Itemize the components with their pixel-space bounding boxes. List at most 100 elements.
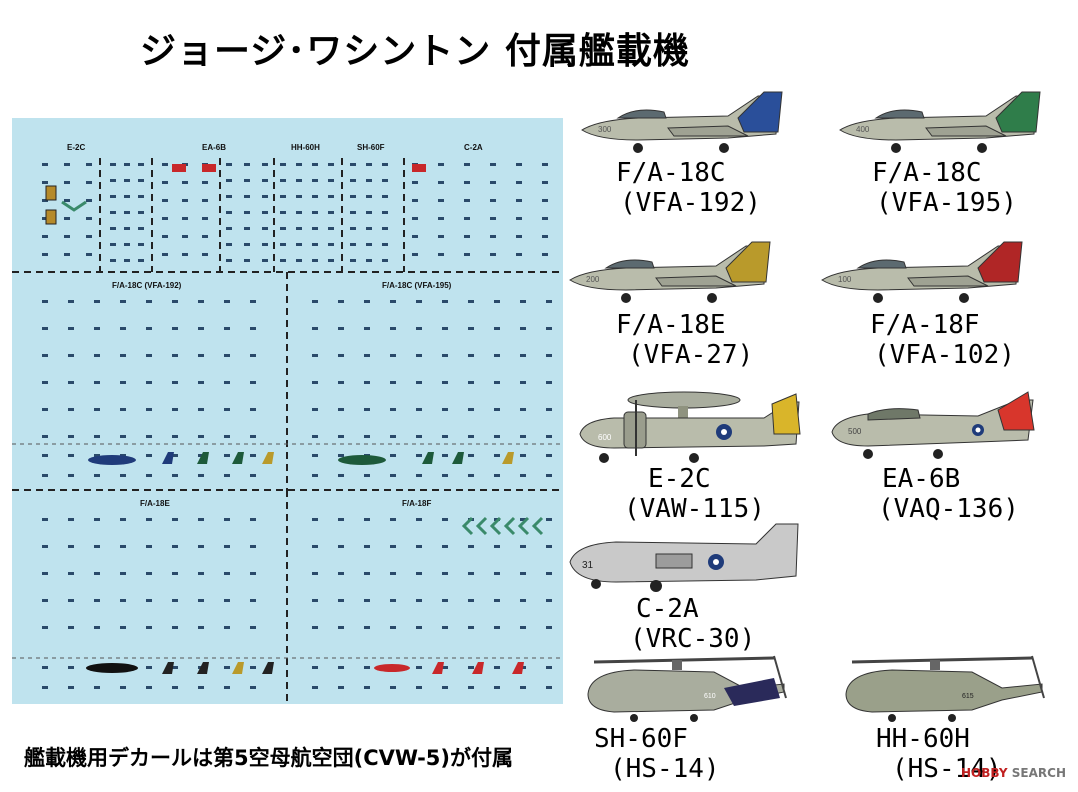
decal-mark [68,327,74,330]
decal-mark [328,163,334,166]
decal-mark [468,666,474,669]
decal-mark [416,454,422,457]
decal-mark [416,381,422,384]
decal-mark [546,686,552,689]
decal-mark [42,300,48,303]
decal-mark [328,179,334,182]
decal-mark [412,235,418,238]
decal-mark [226,195,232,198]
decal-mark [546,474,552,477]
decal-mark [162,217,168,220]
decal-mark [138,243,144,246]
decal-mark [350,259,356,262]
decal-mark [464,253,470,256]
wheel [977,143,987,153]
decal-mark [516,235,522,238]
decal-mark [120,408,126,411]
decal-mark [120,518,126,521]
decal-mark [42,181,48,184]
decal-mark [546,327,552,330]
decal-insignia [172,164,186,172]
decal-mark [250,381,256,384]
decal-mark [124,195,130,198]
decal-mark [172,408,178,411]
decal-mark [520,686,526,689]
decal-mark [198,300,204,303]
decal-mark [172,545,178,548]
decal-mark [226,259,232,262]
decal-mark [468,572,474,575]
decal-mark [468,545,474,548]
decal-mark [338,454,344,457]
aircraft-unit: (VFA-192) [620,188,761,218]
decal-mark [366,211,372,214]
decal-mark [250,626,256,629]
decal-mark [442,327,448,330]
wing [655,275,737,287]
decal-mark [390,454,396,457]
decal-mark [138,195,144,198]
decal-mark [542,253,548,256]
decal-mark [516,217,522,220]
decal-mark [442,518,448,521]
decal-mark [94,545,100,548]
aircraft-unit: (VFA-27) [628,340,754,370]
decal-mark [542,235,548,238]
decal-mark [312,179,318,182]
decal-mark [546,599,552,602]
decal-mark [382,195,388,198]
decal-mark [442,599,448,602]
decal-mark [390,572,396,575]
decal-sheet-graphic: E-2C EA-6B HH-60H SH-60F C-2A F/A-18C (V… [12,143,563,704]
decal-mark [146,626,152,629]
decal-mark [312,327,318,330]
decal-mark [312,666,318,669]
decal-mark [68,474,74,477]
aircraft-name: F/A-18C [616,158,726,188]
decal-mark [546,354,552,357]
decal-mark [546,454,552,457]
decal-mark [172,381,178,384]
decal-mark [312,545,318,548]
decal-mark [120,354,126,357]
decal-mark [162,163,168,166]
decal-mark [182,253,188,256]
decal-mark [520,518,526,521]
decal-mark [250,572,256,575]
decal-mark [364,666,370,669]
decal-mark [146,666,152,669]
decal-mark [494,474,500,477]
decal-mark [138,163,144,166]
aircraft-hh60h-hs14: 615 HH-60H (HS-14) [832,648,1062,784]
decal-mark [338,300,344,303]
decal-mark [42,474,48,477]
decal-mark [68,454,74,457]
decal-tail [502,452,514,464]
aircraft-name: EA-6B [882,464,961,494]
decal-mark [494,354,500,357]
decal-mark [328,195,334,198]
decal-mark [312,435,318,438]
decal-mark [442,454,448,457]
decal-insignia [202,164,216,172]
decal-mark [262,243,268,246]
decal-mark [468,435,474,438]
decal-mark [182,235,188,238]
decal-mark [468,686,474,689]
decal-mark [198,454,204,457]
aircraft-name: F/A-18E [616,310,726,340]
decal-mark [94,474,100,477]
decal-mark [516,253,522,256]
decal-mark [296,179,302,182]
decal-mark [296,195,302,198]
decal-mark [364,435,370,438]
decal-mark [182,181,188,184]
sheet-label-ea6b: EA-6B [202,143,226,152]
decal-mark [442,626,448,629]
decal-mark [224,572,230,575]
decal-mark [442,300,448,303]
decal-mark [120,545,126,548]
decal-mark [250,666,256,669]
sheet-label-e2c: E-2C [67,143,85,152]
decal-mark [366,243,372,246]
